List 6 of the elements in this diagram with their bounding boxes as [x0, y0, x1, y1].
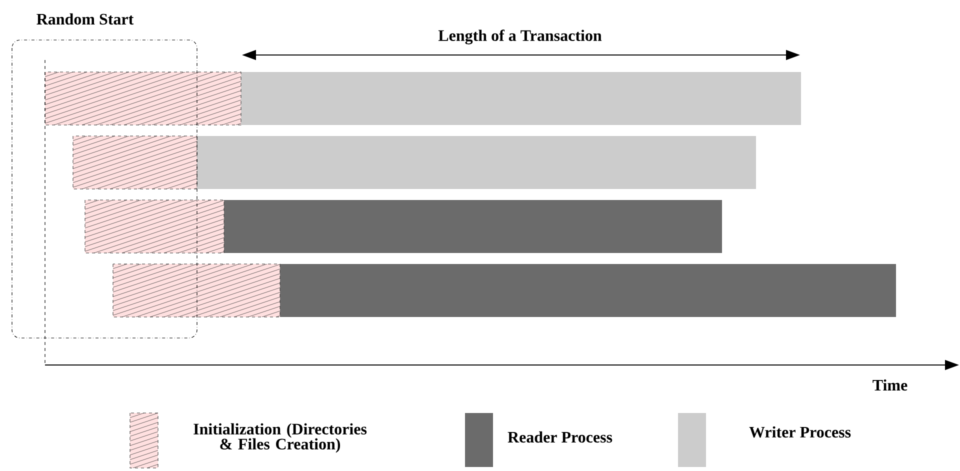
legend-label: Writer Process [749, 426, 851, 438]
axis-label: Time [872, 379, 908, 391]
legend-label: Initialization (Directories & Files Creation) [194, 423, 367, 453]
region-label: Random Start [36, 13, 134, 25]
legend-label: Reader Process [508, 431, 612, 443]
dimension-label: Length of a Transaction [438, 30, 602, 44]
